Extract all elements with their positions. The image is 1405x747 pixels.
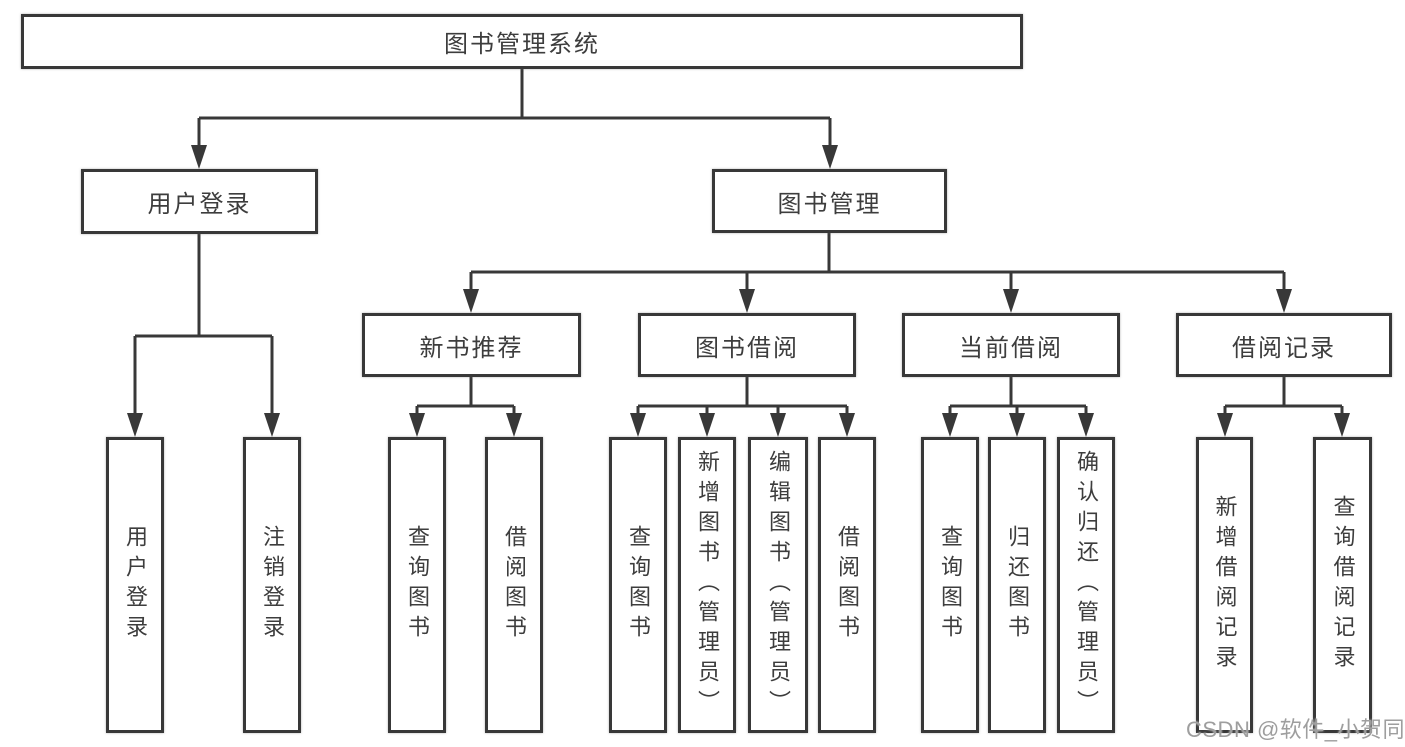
leaf-add-books-admin: 新增图书（管理员） (678, 437, 736, 733)
leaf-query-borrow-record: 查询借阅记录 (1313, 437, 1372, 733)
leaf-return-books: 归还图书 (988, 437, 1046, 733)
node-current-borrow: 当前借阅 (902, 313, 1120, 377)
leaf-label: 编辑图书（管理员） (766, 450, 791, 720)
node-book-management: 图书管理 (712, 169, 947, 233)
leaf-label: 借阅图书 (502, 525, 527, 645)
leaf-label: 注销登录 (260, 525, 285, 645)
leaf-label: 查询借阅记录 (1330, 495, 1356, 675)
leaf-label: 查询图书 (405, 525, 430, 645)
leaf-borrow-books: 借阅图书 (818, 437, 876, 733)
arrowheads (127, 145, 1350, 437)
node-borrow-records: 借阅记录 (1176, 313, 1392, 377)
leaf-label: 借阅图书 (835, 525, 860, 645)
leaf-confirm-return-admin: 确认归还（管理员） (1057, 437, 1115, 733)
leaf-query-books-current: 查询图书 (921, 437, 979, 733)
node-user-login: 用户登录 (81, 169, 318, 234)
leaf-borrow-books-recommend: 借阅图书 (485, 437, 543, 733)
leaf-logout: 注销登录 (243, 437, 301, 733)
leaf-add-borrow-record: 新增借阅记录 (1196, 437, 1253, 733)
leaf-label: 用户登录 (123, 525, 148, 645)
leaf-label: 归还图书 (1005, 525, 1030, 645)
leaf-label: 新增借阅记录 (1212, 495, 1238, 675)
leaf-label: 新增图书（管理员） (695, 450, 720, 720)
node-book-borrow: 图书借阅 (638, 313, 856, 377)
leaf-query-books-borrow: 查询图书 (609, 437, 667, 733)
root-node-library-system: 图书管理系统 (21, 14, 1023, 69)
leaf-user-login: 用户登录 (106, 437, 164, 733)
watermark: CSDN @软件_小贺同学 (1186, 717, 1405, 742)
leaf-label: 确认归还（管理员） (1074, 450, 1099, 720)
leaf-query-books-recommend: 查询图书 (388, 437, 446, 733)
leaf-label: 查询图书 (938, 525, 963, 645)
node-new-book-recommend: 新书推荐 (362, 313, 581, 377)
leaf-label: 查询图书 (626, 525, 651, 645)
leaf-edit-books-admin: 编辑图书（管理员） (748, 437, 808, 733)
